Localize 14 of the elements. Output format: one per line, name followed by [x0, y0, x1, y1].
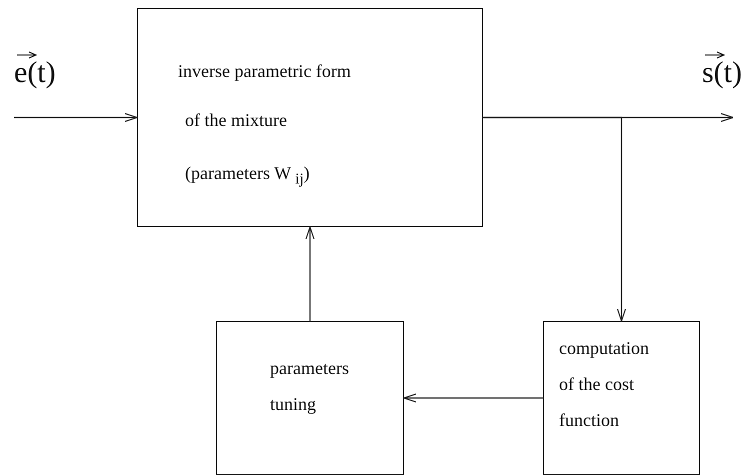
process-box: [543, 321, 700, 475]
process-box: [216, 321, 404, 475]
arrow: [483, 116, 626, 322]
arrow: [305, 226, 315, 321]
block-text: inverse parametric form: [178, 60, 351, 83]
block-text: computation of the cost function: [559, 337, 650, 432]
process-box: [137, 8, 483, 227]
arrow: [403, 393, 543, 403]
signal-label: s(t): [702, 58, 742, 88]
block-text: parameters tuning: [270, 357, 350, 416]
signal-label: e(t): [14, 58, 56, 88]
arrow: [14, 112, 138, 122]
block-text: of the mixture: [185, 109, 287, 132]
block-text: (parameters W $_{ij}$): [185, 162, 310, 190]
